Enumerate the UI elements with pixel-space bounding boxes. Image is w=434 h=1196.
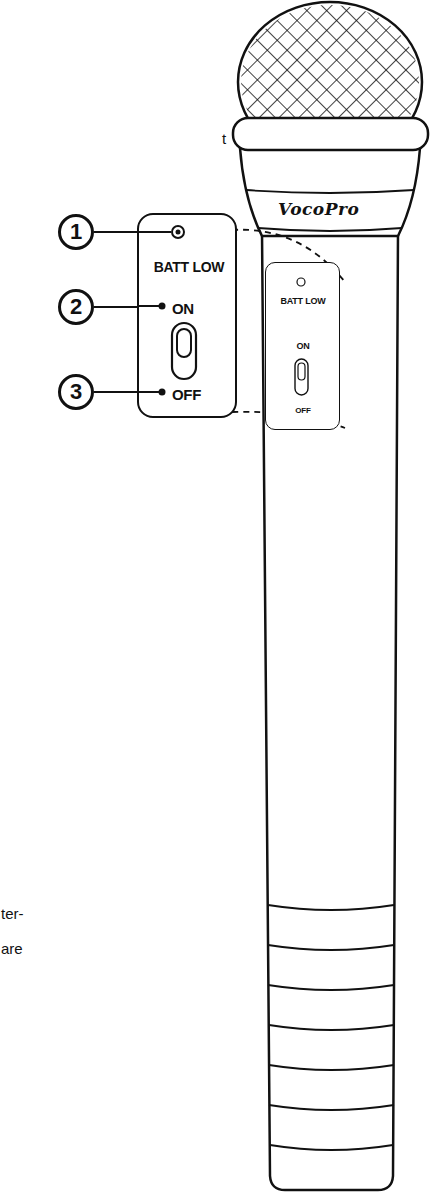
- battery-led: [172, 226, 184, 238]
- switch-knob: [298, 363, 305, 380]
- brand-logo: VocoPro: [278, 201, 359, 218]
- callout-circle: 2: [58, 289, 94, 325]
- leader-line: [139, 231, 171, 233]
- battery-led: [297, 278, 305, 286]
- callout-number: 1: [70, 221, 82, 243]
- cropped-text: t: [222, 131, 226, 146]
- switch-label: OFF: [295, 407, 310, 415]
- callout-number: 2: [70, 296, 82, 318]
- leader-dot: [159, 303, 166, 310]
- switch-label: OFF: [172, 387, 201, 402]
- leader-connector: [94, 232, 137, 233]
- callout-circle: 3: [58, 374, 94, 410]
- connector-line: [94, 306, 137, 308]
- switch-label: ON: [172, 301, 194, 316]
- battery-led-core: [176, 230, 181, 235]
- leader-connector: [94, 307, 137, 308]
- switch-label: BATT LOW: [280, 297, 325, 306]
- callout-number: 3: [70, 381, 82, 403]
- connector-line: [94, 231, 137, 233]
- connector-line: [94, 391, 137, 393]
- slide-switch: [172, 323, 196, 379]
- cropped-text: are: [1, 941, 23, 956]
- cropped-text: ter-: [1, 906, 24, 921]
- switch-label: BATT LOW: [154, 260, 224, 274]
- switch-panel: BATT LOW ON OFF: [265, 262, 340, 430]
- slide-switch: [295, 359, 308, 395]
- callout-circle: 1: [58, 214, 94, 250]
- switch-panel-inset: BATT LOW ON OFF: [137, 213, 237, 418]
- leader-dot: [159, 389, 166, 396]
- leader-line: [139, 391, 161, 393]
- leader-line: [139, 305, 161, 307]
- switch-label: ON: [296, 342, 309, 351]
- leader-connector: [94, 392, 137, 393]
- switch-knob: [177, 329, 191, 357]
